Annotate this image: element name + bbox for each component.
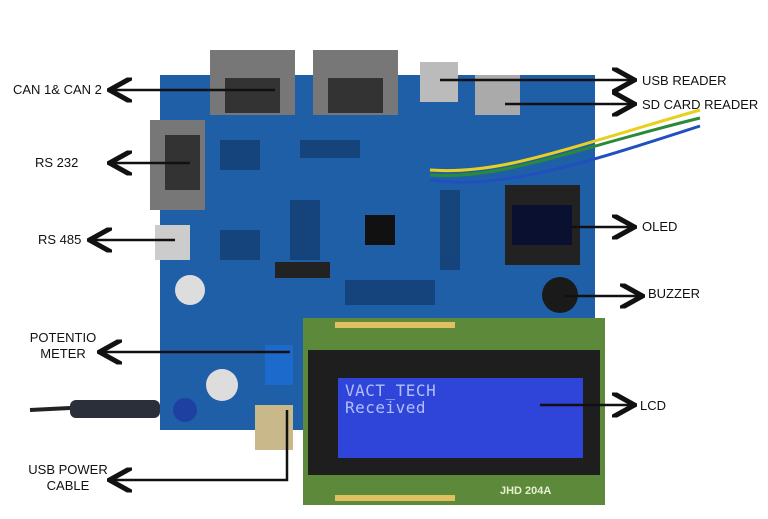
label-usb-power-line1: USB POWER	[28, 462, 108, 477]
label-usb-reader: USB READER	[642, 73, 727, 88]
label-rs232: RS 232	[35, 155, 79, 170]
label-usb-power-line2: CABLE	[46, 478, 90, 493]
label-potentiometer-line2: METER	[40, 346, 86, 361]
label-potentiometer: POTENTIO METER	[28, 330, 98, 362]
lcd-screen	[338, 378, 583, 458]
power-plug	[70, 400, 160, 418]
label-sd-card-reader: SD CARD READER	[642, 97, 759, 112]
label-potentiometer-line1: POTENTIO	[29, 330, 97, 345]
buzzer-part	[542, 277, 578, 313]
lcd-line-2: Received	[345, 398, 427, 417]
microcontroller	[365, 215, 395, 245]
label-can: CAN 1& CAN 2	[13, 82, 102, 97]
label-usb-power: USB POWER CABLE	[26, 462, 110, 494]
sd-card-slot	[475, 75, 520, 115]
usb-port	[420, 62, 458, 102]
label-lcd: LCD	[640, 398, 667, 413]
usb-power-arrow	[112, 410, 289, 480]
connector	[275, 262, 330, 278]
label-oled: OLED	[642, 219, 678, 234]
lcd-line-1: VACT_TECH	[345, 381, 437, 400]
label-buzzer: BUZZER	[648, 286, 700, 301]
rs485-terminal	[155, 225, 190, 260]
power-cable	[29, 406, 71, 412]
lcd-model: JHD 204A	[500, 485, 552, 497]
label-rs485: RS 485	[38, 232, 82, 247]
